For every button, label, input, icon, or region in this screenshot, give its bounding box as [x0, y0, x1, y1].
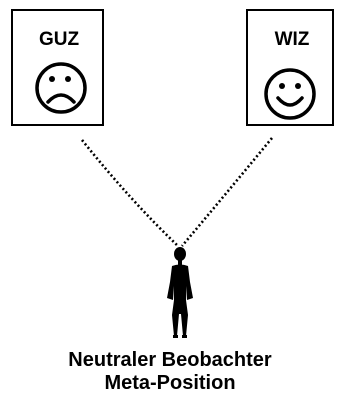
guz-box: GUZ — [11, 9, 104, 126]
sightline-right — [181, 137, 274, 247]
caption: Neutraler Beobachter Meta-Position — [0, 349, 340, 395]
wiz-label: WIZ — [275, 29, 310, 50]
sightline-left — [80, 139, 179, 247]
sad-face-icon — [35, 62, 87, 114]
guz-label: GUZ — [39, 29, 80, 50]
caption-line-1: Neutraler Beobachter — [68, 349, 272, 371]
person-silhouette-icon — [167, 247, 193, 338]
smiley-face-icon — [264, 68, 316, 120]
wiz-box: WIZ — [246, 9, 334, 126]
caption-line-2: Meta-Position — [104, 372, 236, 394]
